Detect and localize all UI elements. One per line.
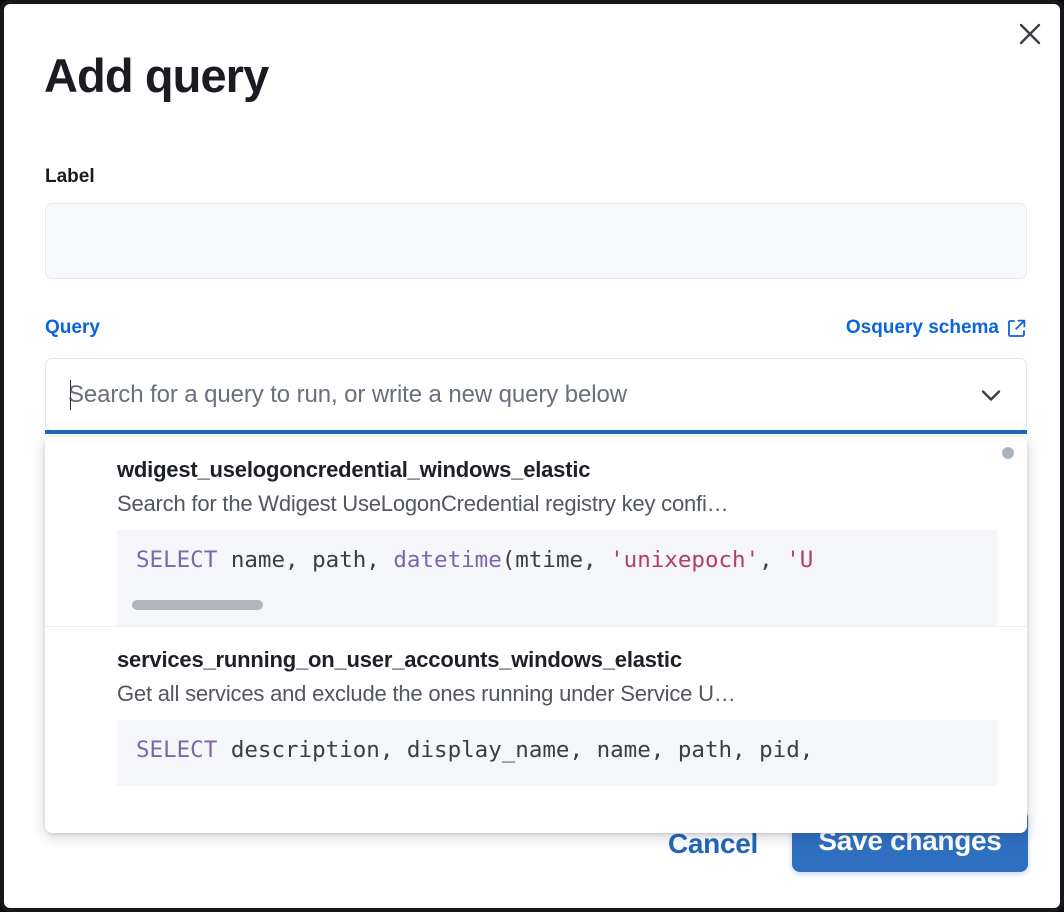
sql-token: datetime [393, 547, 502, 573]
suggestion-sql-code: SELECT description, display_name, name, … [117, 720, 997, 786]
dropdown-scrollbar[interactable] [1002, 447, 1014, 459]
suggestion-sql-code: SELECT name, path, datetime(mtime, 'unix… [117, 530, 997, 626]
query-search-input[interactable]: Search for a query to run, or write a ne… [68, 380, 627, 408]
query-header-row: Query Osquery schema [45, 317, 1027, 339]
query-field-label: Query [45, 317, 100, 338]
suggestion-title: wdigest_uselogoncredential_windows_elast… [117, 457, 591, 482]
label-input[interactable] [45, 203, 1027, 279]
page-title: Add query [44, 49, 269, 102]
text-caret [70, 379, 71, 410]
osquery-schema-link[interactable]: Osquery schema [846, 317, 1027, 339]
suggestion-description: Get all services and exclude the ones ru… [117, 681, 736, 706]
osquery-schema-link-label: Osquery schema [845, 317, 999, 338]
code-horizontal-scrollbar[interactable] [132, 600, 263, 610]
sql-token: 'U [786, 547, 814, 573]
combobox-focus-underline [45, 430, 1027, 434]
sql-token: SELECT [136, 737, 218, 763]
query-suggestions-dropdown: wdigest_uselogoncredential_windows_elast… [45, 437, 1027, 833]
sql-token: description, display_name, name, path, p… [217, 737, 814, 763]
query-search-combobox[interactable]: Search for a query to run, or write a ne… [45, 358, 1027, 431]
list-item[interactable]: services_running_on_user_accounts_window… [45, 626, 1027, 786]
chevron-down-icon[interactable] [976, 380, 1006, 410]
external-link-icon [1008, 319, 1026, 337]
close-icon-glyph [1019, 23, 1041, 45]
sql-token: 'unixepoch' [610, 547, 760, 573]
label-field-label: Label [45, 166, 95, 187]
sql-token: , [759, 547, 787, 573]
sql-token: name, path, [217, 547, 394, 573]
sql-token: (mtime, [501, 547, 611, 573]
list-item[interactable]: wdigest_uselogoncredential_windows_elast… [45, 437, 1027, 626]
suggestion-title: services_running_on_user_accounts_window… [117, 647, 682, 672]
sql-token: SELECT [136, 547, 218, 573]
close-icon[interactable] [1012, 16, 1048, 52]
cancel-button[interactable]: Cancel [662, 810, 764, 878]
suggestion-description: Search for the Wdigest UseLogonCredentia… [117, 491, 729, 516]
